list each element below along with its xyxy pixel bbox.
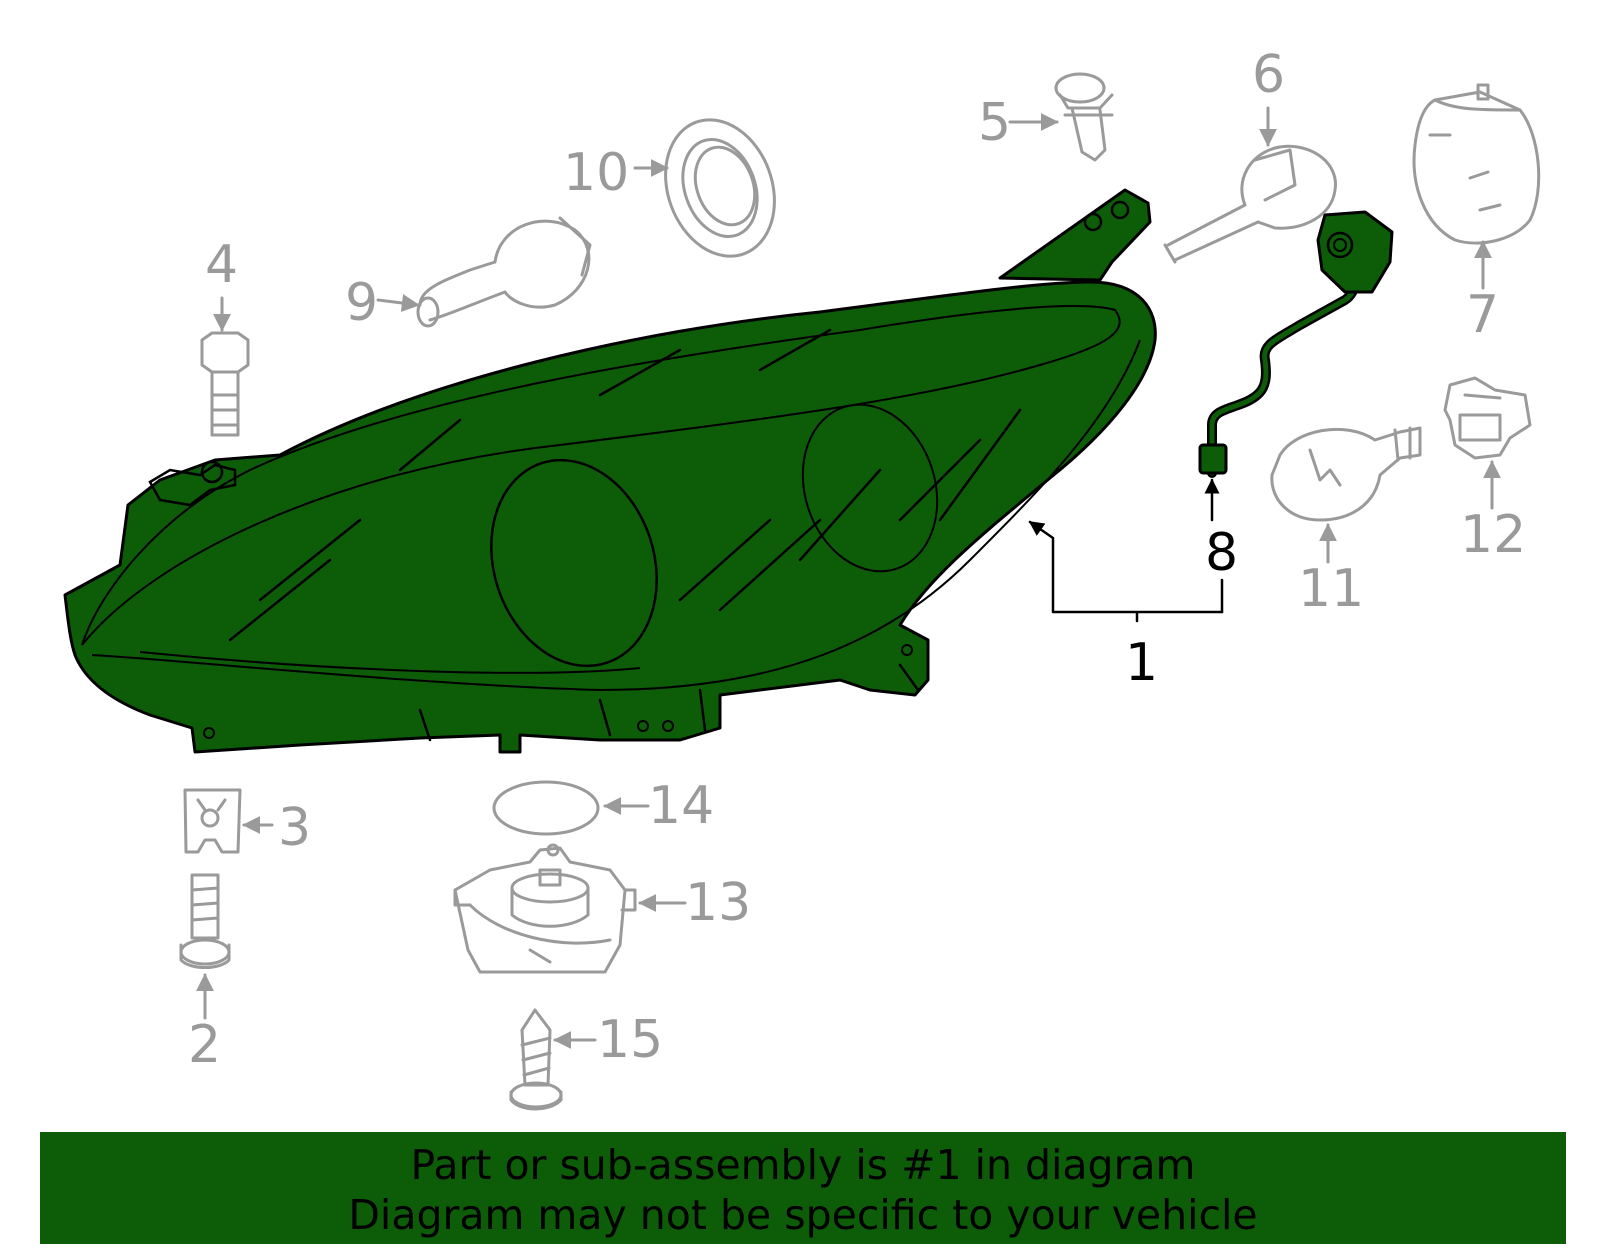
bulb-6[interactable] <box>1163 144 1337 264</box>
disclaimer-banner: Part or sub-assembly is #1 in diagram Di… <box>40 1132 1566 1244</box>
clip-3[interactable] <box>183 788 242 854</box>
callout-1: 1 <box>1125 633 1158 693</box>
callout-12: 12 <box>1460 505 1526 565</box>
callout-5: 5 <box>978 93 1011 153</box>
callout-6: 6 <box>1252 45 1285 105</box>
bulb-11[interactable] <box>1270 426 1422 522</box>
socket-7[interactable] <box>1412 83 1541 245</box>
banner-line-2: Diagram may not be specific to your vehi… <box>348 1191 1258 1239</box>
screw-15[interactable] <box>509 1008 563 1111</box>
callout-2: 2 <box>188 1015 221 1075</box>
bolt-4[interactable] <box>200 331 250 437</box>
callout-8: 8 <box>1205 523 1238 583</box>
clip-5[interactable] <box>1054 72 1114 162</box>
callout-11: 11 <box>1298 559 1364 619</box>
socket-12[interactable] <box>1443 376 1532 460</box>
ballast-13[interactable] <box>453 843 637 974</box>
callout-15: 15 <box>597 1010 663 1070</box>
leader-lines <box>196 106 1501 1049</box>
callout-9: 9 <box>345 273 378 333</box>
banner-line-1: Part or sub-assembly is #1 in diagram <box>410 1141 1196 1189</box>
callout-14: 14 <box>648 776 714 836</box>
bolt-2[interactable] <box>179 873 231 969</box>
socket-harness[interactable] <box>1198 210 1394 478</box>
callout-3: 3 <box>278 798 311 858</box>
callout-13: 13 <box>685 873 751 933</box>
headlamp-assembly[interactable] <box>63 188 1157 754</box>
callout-7: 7 <box>1466 285 1499 345</box>
seal-ring-10[interactable] <box>647 104 793 271</box>
o-ring-14[interactable] <box>492 780 600 836</box>
callout-4: 4 <box>205 235 238 295</box>
callout-labels: 1 2 3 4 5 6 7 8 9 10 11 12 13 14 15 <box>188 45 1526 1075</box>
bulb-9[interactable] <box>416 216 592 328</box>
callout-10: 10 <box>563 143 629 203</box>
